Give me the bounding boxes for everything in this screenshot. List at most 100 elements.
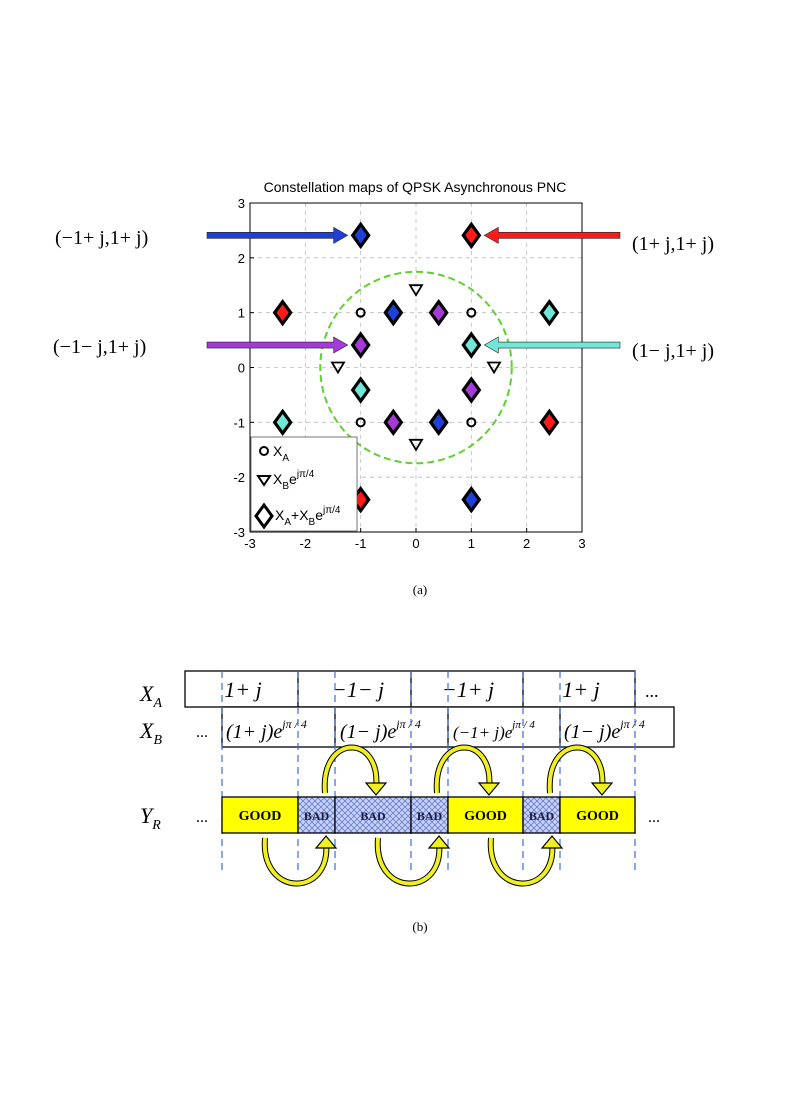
triangle-marker [408,438,424,452]
y-tick-label: 1 [238,306,245,321]
circle-marker [355,307,366,318]
yr-ellipsis-left: ... [196,809,208,826]
curved-arrow-bottom-body [262,837,329,886]
legend-diamond-icon [254,502,274,530]
y-tick-label: -3 [233,525,245,540]
circle-marker [355,417,366,428]
annotation-arrow [206,336,349,354]
xa-row: 1+ j −1− j −1+ j 1+ j ... [184,670,659,708]
annotation-label-blue: (−1+ j,1+ j) [55,227,148,249]
chart-title: Constellation maps of QPSK Asynchronous … [264,179,567,195]
xa-symbol: −1− j [332,677,384,702]
x-tick-label: 2 [523,536,530,551]
annotation-label-purple: (−1− j,1+ j) [53,336,146,358]
segment-label: BAD [360,809,386,823]
segment-label: GOOD [576,809,619,824]
yr-row: GOOD BAD BAD BAD GOOD BAD GOOD [221,796,636,834]
legend-triangle-icon [256,475,272,487]
y-tick-label: -2 [233,470,245,485]
xb-symbol: (1− j)ejπ / 4 [564,717,645,743]
bad-segment [297,796,336,834]
constellation-figure: Constellation maps of QPSK Asynchronous … [53,179,714,597]
diamond-marker [428,408,449,437]
diamond-marker [461,221,482,250]
segment-label: GOOD [239,809,282,824]
diamond-marker [350,221,371,250]
legend-label-xa: XA [273,443,289,464]
symbol-boundary-guides [221,671,636,875]
yr-ellipsis-right: ... [648,809,660,826]
curved-arrow-top-body [434,745,492,794]
x-tick-label: 0 [412,536,419,551]
xb-row: ... (1+ j)ejπ / 4 (1− j)ejπ / 4 (−1+ j)e… [196,706,675,748]
triangle-marker [408,284,424,297]
curved-arrow-top-body [322,745,379,794]
curved-arrow-top-head [477,782,501,796]
xa-symbol: 1+ j [224,677,261,702]
x-tick-label: 3 [578,536,585,551]
caption-b: (b) [412,919,427,934]
curved-arrow-bottom-head [427,835,451,849]
xb-ellipsis: ... [196,724,208,741]
y-tick-label: 3 [238,196,245,211]
x-tick-label: -3 [244,536,256,551]
legend: XA XBejπ/4 XA+XBejπ/4 [250,436,358,532]
caption-a: (a) [413,582,427,597]
triangle-marker [486,361,502,375]
diamond-marker [428,298,449,327]
y-tick-label: 2 [238,251,245,266]
diamond-marker [539,408,560,437]
row-label-yr: YR [140,803,161,833]
curved-arrows [261,744,614,887]
diamond-marker [461,331,482,359]
y-tick-label: 0 [238,361,245,376]
x-tick-label: -1 [355,536,367,551]
curved-arrow-bottom-head [540,835,564,849]
annotation-arrow [483,336,621,354]
annotation-label-red: (1+ j,1+ j) [632,233,714,255]
annotation-arrow [483,226,621,244]
diamond-marker [461,485,482,514]
curved-arrow-top-body [547,745,605,794]
xa-symbol: −1+ j [442,677,494,702]
diamond-marker [383,298,404,327]
xa-ellipsis: ... [645,681,659,701]
curved-arrow-top-head [364,782,388,796]
diamond-marker [539,298,560,327]
xa-symbol: 1+ j [562,677,599,702]
curved-arrow-bottom-head [314,835,338,849]
circle-marker [466,417,477,428]
circle-marker [466,307,477,318]
diamond-marker [383,408,404,437]
decision-circle [319,270,513,465]
curved-arrow-top-head [590,782,614,796]
segment-label: BAD [417,809,443,823]
x-tick-label: 1 [468,536,475,551]
xb-symbol: (1+ j)ejπ / 4 [226,717,307,743]
segment-label: BAD [529,809,555,823]
curved-arrow-bottom-body [375,837,442,886]
diamond-marker [350,376,371,404]
triangle-marker [330,361,346,375]
diamond-marker [461,376,482,404]
diamond-marker [350,331,371,359]
annotation-arrows [206,226,621,354]
legend-label-sum: XA+XBejπ/4 [275,505,341,528]
x-tick-label: -2 [300,536,312,551]
annotation-label-cyan: (1− j,1+ j) [632,340,714,362]
annotation-arrow [206,226,349,244]
row-label-xb: XB [139,718,162,748]
good-segment [559,796,636,834]
xa-markers [355,307,477,428]
xb-markers [330,284,502,452]
curved-arrow-bottom-body [488,837,555,886]
diamond-marker [272,298,293,327]
segment-label: GOOD [464,809,507,824]
xb-symbol: (1− j)ejπ / 4 [340,717,421,743]
timing-figure: XA XB YR 1+ j −1− j −1+ j 1+ j ... ... (… [139,670,675,934]
legend-circle-icon [259,446,269,456]
segment-label: BAD [304,809,330,823]
bad-segment [410,796,449,834]
